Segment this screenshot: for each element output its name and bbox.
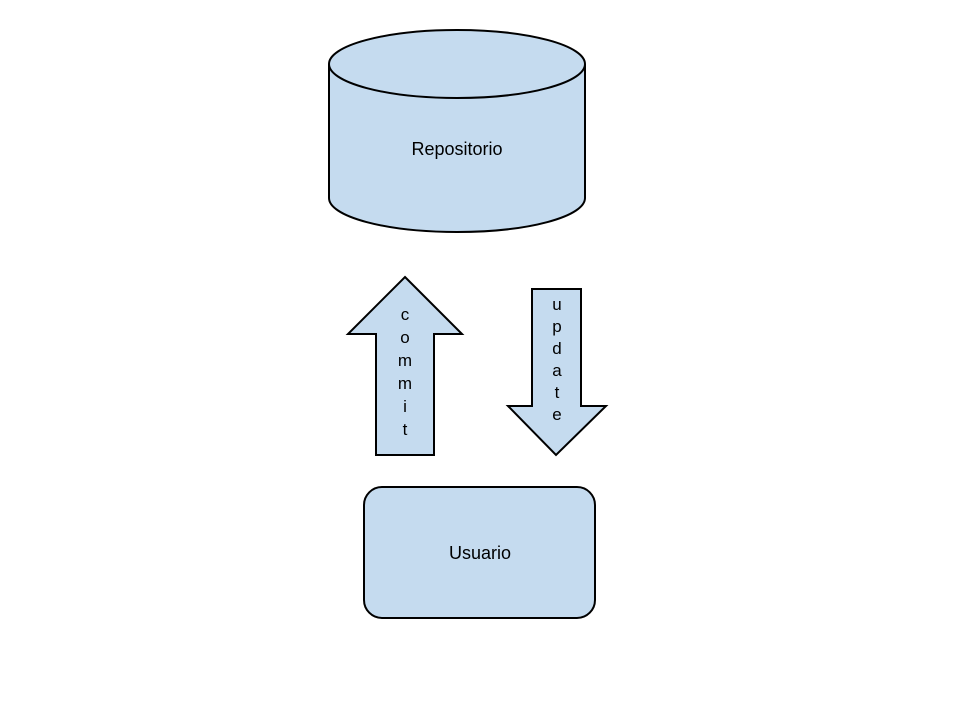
repository-cylinder[interactable]: Repositorio <box>328 29 586 233</box>
repository-label: Repositorio <box>411 139 502 159</box>
commit-arrow-shape <box>345 275 465 456</box>
user-label: Usuario <box>449 543 511 563</box>
repository-cylinder-top <box>328 29 586 99</box>
update-arrow-shape <box>505 288 609 457</box>
user-box-shape <box>363 486 596 619</box>
repository-cylinder-body <box>328 64 586 233</box>
user-box[interactable]: Usuario <box>363 486 596 619</box>
